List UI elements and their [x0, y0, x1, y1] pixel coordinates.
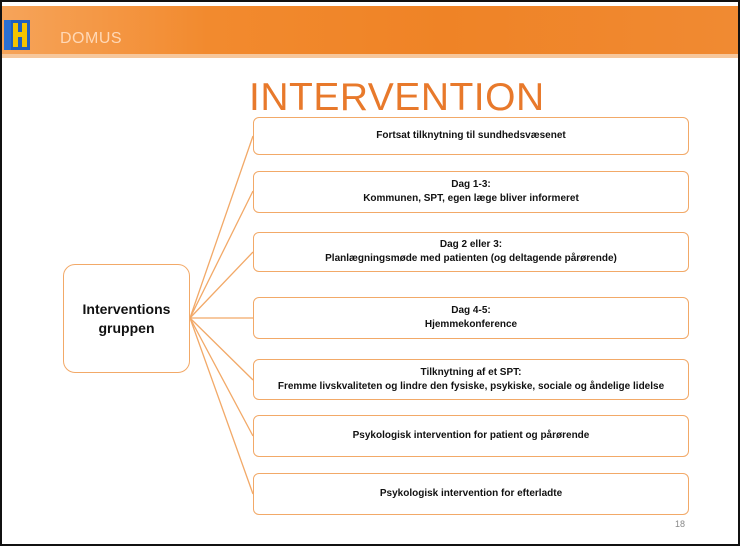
brand-name: DOMUS — [60, 30, 123, 47]
branch-4-line1: Dag 4-5: — [451, 305, 491, 316]
branch-node-5: Tilknytning af et SPT: Fremme livskvalit… — [253, 359, 689, 400]
branch-node-2: Dag 1-3: Kommunen, SPT, egen læge bliver… — [253, 171, 689, 213]
header-substrip — [2, 54, 738, 58]
branch-7-line1: Psykologisk intervention for efterladte — [379, 488, 563, 499]
main-node-line2: gruppen — [98, 319, 155, 336]
branch-3-line1: Dag 2 eller 3: — [439, 239, 503, 250]
header-bar: DOMUS — [2, 2, 738, 58]
branch-2-line1: Dag 1-3: — [451, 179, 491, 190]
branch-5-line1: Tilknytning af et SPT: — [420, 366, 522, 378]
branch-2-line2: Kommunen, SPT, egen læge bliver informer… — [363, 193, 579, 204]
connector-3 — [189, 251, 254, 319]
connector-7 — [189, 317, 254, 495]
connector-2 — [189, 190, 254, 319]
branch-node-3: Dag 2 eller 3: Planlægningsmøde med pati… — [253, 232, 689, 272]
branch-node-4: Dag 4-5: Hjemmekonference — [253, 297, 689, 339]
main-node-line1: Interventions — [82, 300, 171, 317]
connector-1 — [189, 135, 254, 319]
branch-3-line2: Planlægningsmøde med patienten (og delta… — [325, 253, 617, 264]
region-logo — [4, 20, 30, 50]
slide-title: INTERVENTION — [249, 76, 545, 119]
branch-4-line2: Hjemmekonference — [424, 319, 518, 330]
interventions-group-node: Interventions gruppen — [63, 264, 190, 373]
connector-5 — [189, 317, 254, 381]
branch-6-line1: Psykologisk intervention for patient og … — [352, 430, 590, 441]
branch-node-7: Psykologisk intervention for efterladte — [253, 473, 689, 515]
branch-node-6: Psykologisk intervention for patient og … — [253, 415, 689, 457]
header-strip — [2, 6, 738, 54]
branch-node-1: Fortsat tilknytning til sundhedsvæsenet — [253, 117, 689, 155]
branch-5-line2: Fremme livskvaliteten og lindre den fysi… — [277, 380, 665, 392]
branch-1-line1: Fortsat tilknytning til sundhedsvæsenet — [376, 130, 566, 141]
page-number: 18 — [675, 519, 686, 529]
connector-6 — [189, 317, 254, 437]
